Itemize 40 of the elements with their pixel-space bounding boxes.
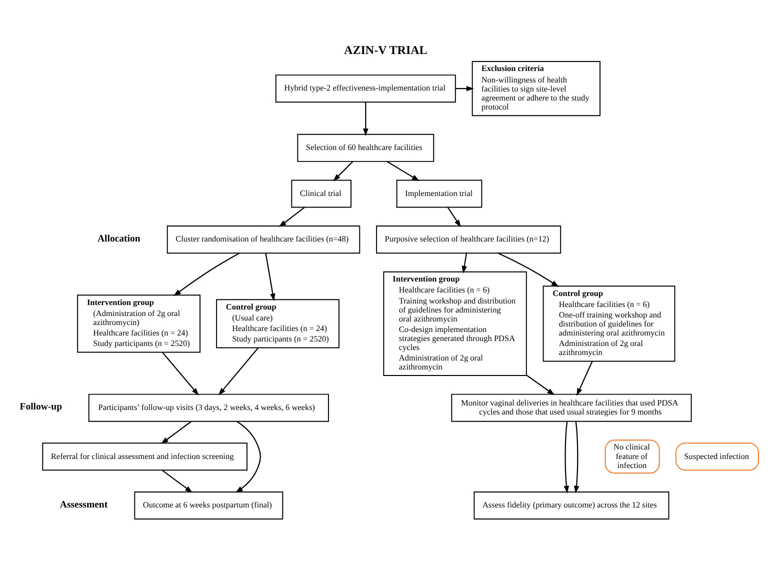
node-box: Outcome at 6 weeks postpartum (final)	[134, 491, 284, 520]
arrow	[173, 252, 240, 296]
arrow	[235, 420, 261, 493]
node-box: Implementation trial	[396, 180, 482, 208]
label: Assessment	[60, 499, 108, 510]
arrow	[278, 206, 305, 228]
node-box: Participants’ follow-up visits (3 days, 2 weeks, 4 weeks, 6 weeks)	[88, 394, 329, 422]
node-box: Suspected infection	[675, 442, 759, 471]
node-box: Control group Healthcare facilities (n = 6) One-off training workshop and distribution of guidelines for administering oral azithromycin Administration of 2g oral azithromycin	[542, 286, 676, 362]
label: Allocation	[97, 233, 140, 244]
node-box: Intervention group Healthcare facilities (n = 6) Training workshop and distribution of guidelines for administering oral azithromycin Co-design implementation strategies generated through PDSA cycles Administration of 2g oral azithromycin	[383, 271, 527, 376]
arrow	[160, 421, 192, 444]
diagram-title: AZIN-V TRIAL	[344, 42, 428, 57]
arrow	[218, 348, 259, 396]
arrow	[564, 421, 570, 494]
arrow	[574, 421, 580, 494]
node-box: Clinical trial	[291, 180, 352, 208]
node-box: Intervention group (Administration of 2g oral azithromycin) Healthcare facilities (n = 24) Study participants (n = 2520)	[77, 294, 201, 353]
arrow	[526, 374, 555, 396]
node-box: Assess fidelity (primary outcome) across the 12 sites	[474, 491, 670, 520]
node-box: Cluster randomisation of healthcare facilities (n=48)	[166, 226, 360, 254]
arrow	[162, 352, 199, 396]
node-box: Monitor vaginal deliveries in healthcare facilities that used PDSA cycles and those that used usual strategies for 9 months	[451, 394, 692, 422]
node-box: Control group (Usual care) Healthcare facilities (n = 24) Study participants (n = 2520)	[216, 299, 340, 348]
label: Follow-up	[20, 402, 62, 413]
arrow	[265, 253, 276, 302]
arrow	[462, 253, 468, 274]
node-box: Exclusion criteria Non-willingness of health facilities to sign site-level agreement or adhere to the study protocol	[472, 61, 600, 116]
node-box: Purposive selection of healthcare facilities (n=12)	[376, 226, 562, 254]
arrow	[576, 361, 593, 396]
node-box: Referral for clinical assessment and infection screening	[42, 442, 248, 471]
arrow	[363, 102, 368, 136]
arrow	[386, 161, 420, 182]
node-box: Selection of 60 healthcare facilities	[297, 134, 434, 162]
arrow	[447, 207, 461, 228]
node-box: Hybrid type-2 effectiveness-implementation trial	[275, 74, 456, 103]
arrow	[456, 86, 474, 92]
arrow	[162, 470, 193, 493]
node-box: No clinical feature of infection	[604, 440, 660, 474]
arrow	[333, 161, 354, 182]
